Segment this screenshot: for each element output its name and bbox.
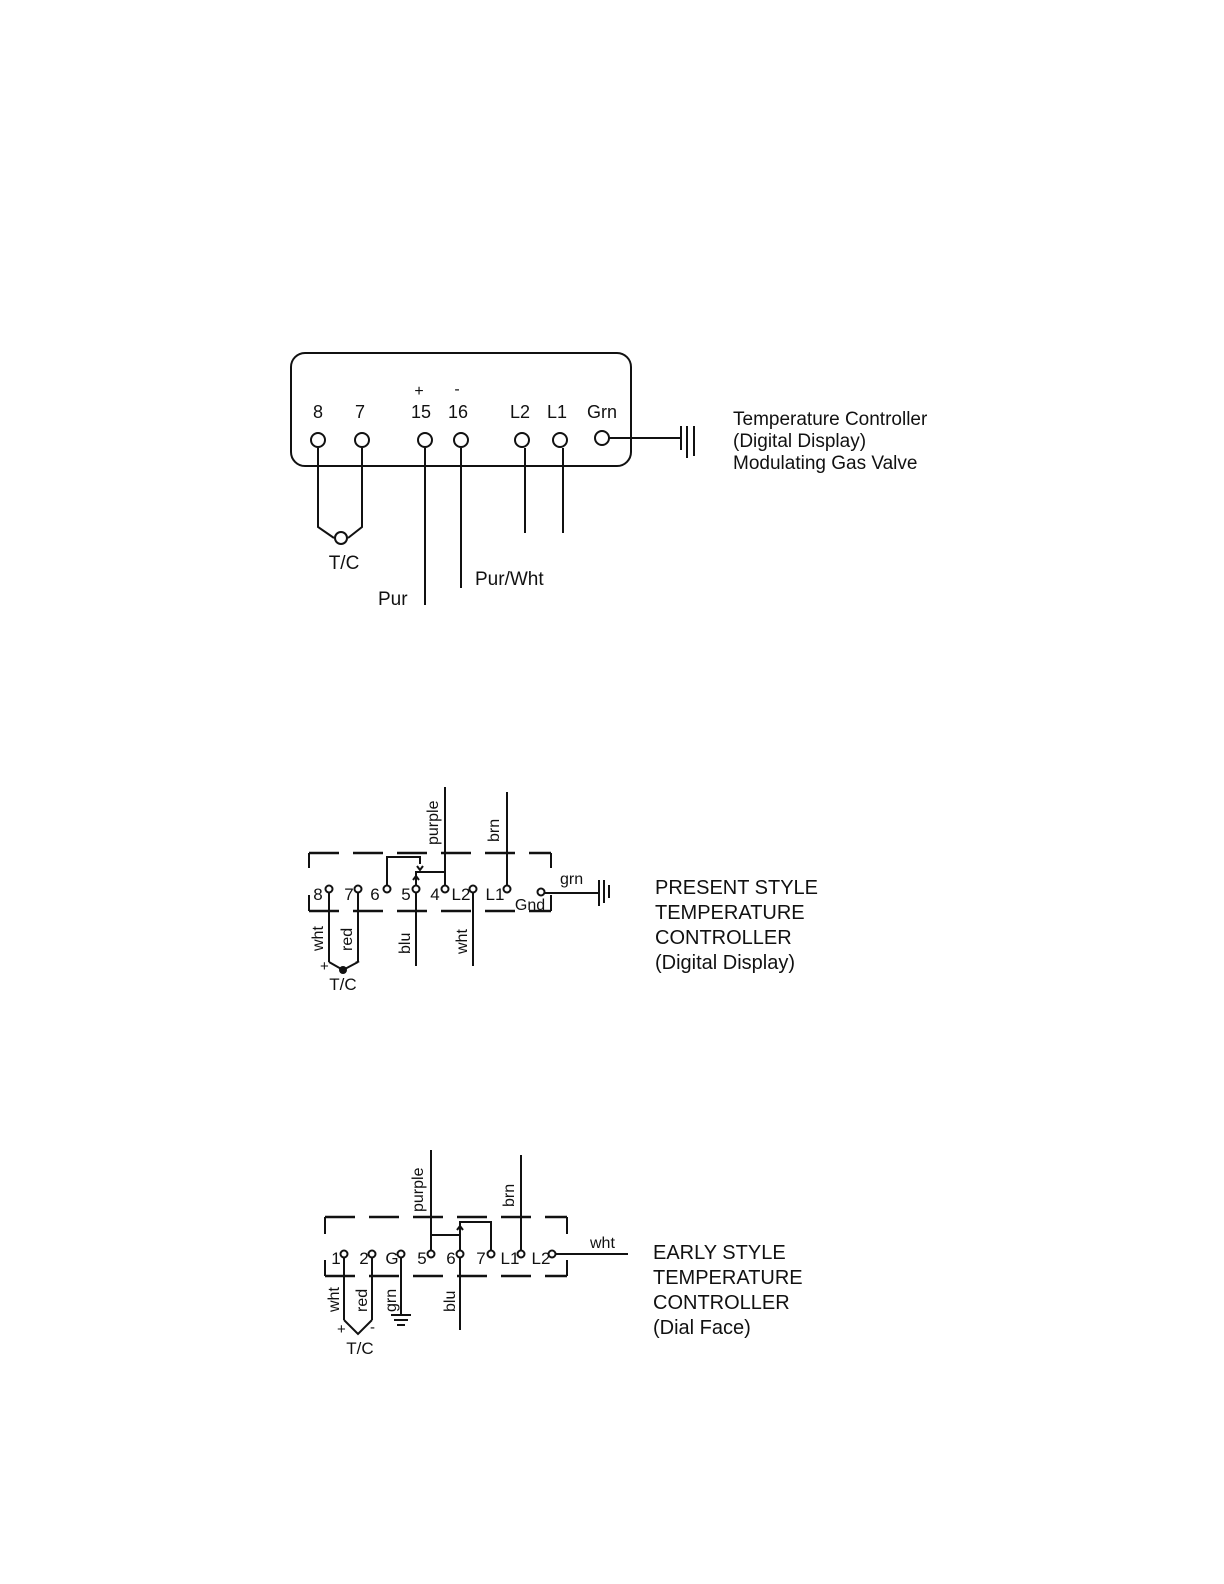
- terminal-label-8: 8: [313, 402, 323, 422]
- caption-line-2: TEMPERATURE: [655, 902, 805, 924]
- relay-arrow: [456, 1224, 464, 1231]
- caption-line-2: (Digital Display): [733, 431, 866, 452]
- terminal-label-gnd: Gnd: [515, 897, 545, 914]
- wire-label-blu: blu: [397, 933, 414, 954]
- terminal-label-grn: Grn: [587, 402, 617, 422]
- diagram-early-style-controller: 1 2 G 5 6 7 L1 L2 purple brn: [324, 1150, 803, 1358]
- terminal-label-7: 7: [355, 402, 365, 422]
- terminal-label-l1: L1: [501, 1249, 520, 1268]
- tc-minus: -: [370, 1319, 375, 1336]
- terminal-label-2: 2: [359, 1249, 368, 1268]
- wire-label-pur: Pur: [378, 589, 408, 610]
- tc-minus: -: [355, 953, 360, 970]
- wire-label-red: red: [354, 1289, 371, 1312]
- terminal-8: [324, 884, 334, 894]
- wire-label-purple: purple: [410, 1167, 427, 1212]
- terminal-label-6: 6: [370, 885, 379, 904]
- wire-label-red: red: [339, 928, 356, 951]
- terminal-label-5: 5: [401, 885, 410, 904]
- polarity-plus: +: [414, 383, 423, 400]
- caption-line-1: EARLY STYLE: [653, 1242, 786, 1264]
- caption-line-1: Temperature Controller: [733, 409, 928, 430]
- thermocouple-junction: [339, 966, 347, 974]
- terminal-label-l2: L2: [510, 402, 530, 422]
- wire-label-wht-tc: wht: [310, 926, 327, 952]
- caption-line-4: (Digital Display): [655, 952, 795, 974]
- tc-label: T/C: [346, 1339, 373, 1358]
- terminal-label-8: 8: [313, 885, 322, 904]
- wire-label-wht-tc: wht: [326, 1287, 343, 1313]
- terminal-label-6: 6: [446, 1249, 455, 1268]
- terminal-label-l1: L1: [547, 402, 567, 422]
- terminal-l2: [468, 884, 478, 894]
- polarity-minus: -: [454, 381, 459, 398]
- caption-line-2: TEMPERATURE: [653, 1267, 803, 1289]
- terminal-7: [486, 1249, 496, 1259]
- terminal-label-1: 1: [331, 1249, 340, 1268]
- internal-jumper: [386, 856, 421, 888]
- tc-vee: [343, 1319, 373, 1336]
- thermocouple-junction: [334, 531, 348, 545]
- terminal-grn: [594, 430, 610, 446]
- tc-plus: +: [337, 1321, 346, 1338]
- terminal-label-5: 5: [417, 1249, 426, 1268]
- tc-label: T/C: [329, 975, 356, 994]
- terminal-6: [382, 884, 392, 894]
- terminal-label-l1: L1: [486, 885, 505, 904]
- tc-wire-right: [347, 448, 363, 539]
- terminal-1: [339, 1249, 349, 1259]
- terminal-l1: [502, 884, 512, 894]
- wire-label-grn: grn: [560, 871, 583, 888]
- caption-line-3: CONTROLLER: [655, 927, 792, 949]
- caption-line-1: PRESENT STYLE: [655, 877, 818, 899]
- terminal-5: [411, 884, 421, 894]
- terminal-label-l2: L2: [452, 885, 471, 904]
- terminal-7: [354, 432, 370, 448]
- diagram-temperature-controller-modulating: + - 8 7 15 16 L2 L1 Grn T/C Pur Pur/Wht …: [290, 352, 928, 610]
- wire-label-wht-out: wht: [589, 1235, 615, 1252]
- terminal-4: [440, 884, 450, 894]
- terminal-16: [453, 432, 469, 448]
- terminal-15: [417, 432, 433, 448]
- terminal-label-16: 16: [448, 402, 468, 422]
- terminal-label-7: 7: [344, 885, 353, 904]
- terminal-l2: [514, 432, 530, 448]
- relay-contact: [415, 871, 445, 888]
- terminal-label-15: 15: [411, 402, 431, 422]
- terminal-6: [455, 1249, 465, 1259]
- caption-line-4: (Dial Face): [653, 1317, 751, 1339]
- terminal-label-g: G: [385, 1249, 398, 1268]
- tc-wire-left: [317, 448, 335, 539]
- internal-jumper: [459, 1221, 492, 1253]
- terminal-gnd: [536, 887, 546, 897]
- jumper-arrow: [416, 865, 424, 872]
- terminal-label-7: 7: [476, 1249, 485, 1268]
- terminal-8: [310, 432, 326, 448]
- wire-label-pur-wht: Pur/Wht: [475, 569, 544, 590]
- terminal-l2: [547, 1249, 557, 1259]
- terminal-2: [367, 1249, 377, 1259]
- relay-arrow: [412, 874, 420, 881]
- wire-label-wht: wht: [454, 929, 471, 955]
- wire-label-grn: grn: [383, 1289, 400, 1312]
- terminal-5: [426, 1249, 436, 1259]
- diagram-present-style-controller: 8 7 6 5 4 L2 L1 Gnd pur: [308, 787, 818, 994]
- terminal-label-l2: L2: [532, 1249, 551, 1268]
- tc-label: T/C: [329, 553, 360, 574]
- terminal-l1: [516, 1249, 526, 1259]
- terminal-l1: [552, 432, 568, 448]
- caption-line-3: CONTROLLER: [653, 1292, 790, 1314]
- wire-label-brn: brn: [486, 819, 503, 842]
- caption-line-3: Modulating Gas Valve: [733, 453, 917, 474]
- wire-label-brn: brn: [501, 1184, 518, 1207]
- wire-label-blu: blu: [442, 1291, 459, 1312]
- terminal-7: [353, 884, 363, 894]
- terminal-g: [396, 1249, 406, 1259]
- tc-plus: +: [320, 958, 329, 975]
- wire-label-purple: purple: [425, 800, 442, 845]
- terminal-label-4: 4: [430, 885, 439, 904]
